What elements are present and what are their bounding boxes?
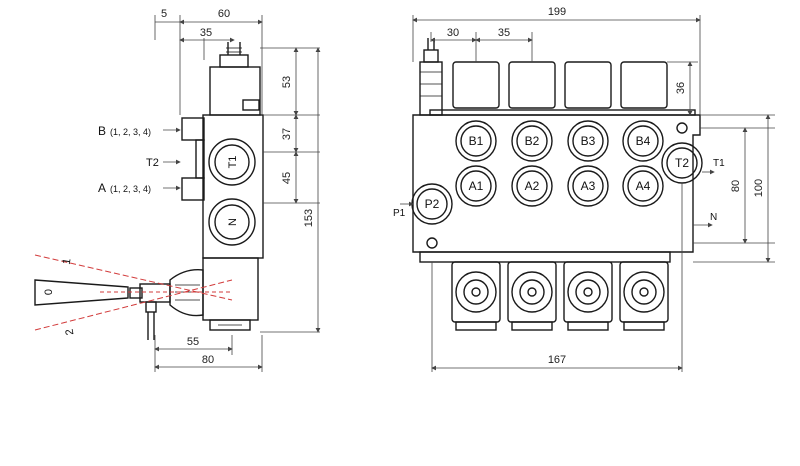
- spool-cap-3: [564, 61, 612, 109]
- port-b1: [455, 120, 497, 162]
- label-b-list: (1, 2, 3, 4): [110, 127, 151, 137]
- spool-cap-1: [452, 61, 500, 109]
- side-view-dimensions: [154, 15, 321, 372]
- knob-n-label: N: [227, 218, 239, 226]
- dim-80: 80: [202, 354, 214, 366]
- port-b2: [511, 120, 553, 162]
- port-b3-label: B3: [581, 134, 596, 148]
- lever-position-1: [34, 254, 233, 301]
- dim-5: 5: [161, 8, 167, 20]
- port-a2: [511, 165, 553, 207]
- position-2-label: 2: [64, 328, 77, 336]
- port-b4: [622, 120, 664, 162]
- dim-199: 199: [548, 6, 566, 18]
- port-n-label: N: [710, 212, 717, 223]
- spool-cap-2: [508, 61, 556, 109]
- port-b4-label: B4: [636, 134, 651, 148]
- top-nut: [219, 54, 249, 68]
- port-a3: [567, 165, 609, 207]
- top-cap: [209, 66, 261, 116]
- lower-spool-3: [563, 261, 613, 323]
- front-view-text: 199 30 35 36 80 100 167 B1 B2 B3 B4 A1 A…: [393, 6, 765, 366]
- lower-spool-4: [619, 261, 669, 323]
- dim-53: 53: [281, 76, 293, 88]
- lever-handle: [34, 279, 129, 306]
- port-t2-label: T2: [675, 156, 689, 170]
- knob-t1-label: T1: [227, 156, 239, 169]
- front-view: [411, 38, 703, 331]
- base-plate: [419, 251, 671, 263]
- port-a2-label: A2: [525, 179, 540, 193]
- port-a1-label: A1: [469, 179, 484, 193]
- label-b: B: [98, 124, 106, 138]
- port-t1-label: T1: [713, 158, 725, 169]
- side-view: [34, 42, 264, 340]
- port-p2-label: P2: [425, 197, 440, 211]
- lever-boot: [169, 269, 204, 317]
- lower-spool-1: [451, 261, 501, 323]
- valve-body: [202, 114, 264, 259]
- port-b2-label: B2: [525, 134, 540, 148]
- dim-100: 100: [753, 179, 765, 197]
- dim-60: 60: [218, 8, 230, 20]
- dim-37: 37: [281, 128, 293, 140]
- port-b1-label: B1: [469, 134, 484, 148]
- knob-t1: [208, 138, 256, 186]
- port-a3-label: A3: [581, 179, 596, 193]
- port-a1: [455, 165, 497, 207]
- port-a4: [622, 165, 664, 207]
- lever-zero-label: 0: [43, 289, 55, 295]
- dim-45: 45: [281, 172, 293, 184]
- dim-80-front: 80: [730, 180, 742, 192]
- dim-36: 36: [675, 82, 687, 94]
- front-view-dimensions: [400, 15, 775, 372]
- lower-body: [202, 257, 259, 321]
- lever-motion: [34, 254, 233, 331]
- port-p1-label: P1: [393, 208, 406, 219]
- lever-position-2: [34, 279, 233, 331]
- label-t2: T2: [146, 157, 159, 169]
- position-1-label: 1: [61, 257, 74, 265]
- lower-spool-2: [507, 261, 557, 323]
- side-view-text: 5 60 35 53 37 45 153 55 80 B (1, 2, 3, 4…: [43, 8, 315, 366]
- label-a-list: (1, 2, 3, 4): [110, 184, 151, 194]
- dim-153: 153: [303, 209, 315, 227]
- dim-167: 167: [548, 354, 566, 366]
- knob-n: [208, 198, 256, 246]
- dim-30: 30: [447, 27, 459, 39]
- port-a4-label: A4: [636, 179, 651, 193]
- dim-35: 35: [200, 27, 212, 39]
- port-b3: [567, 120, 609, 162]
- dim-55: 55: [187, 336, 199, 348]
- dim-35-front: 35: [498, 27, 510, 39]
- label-a: A: [98, 181, 106, 195]
- spool-cap-4: [620, 61, 668, 109]
- relief-valve: [419, 61, 443, 116]
